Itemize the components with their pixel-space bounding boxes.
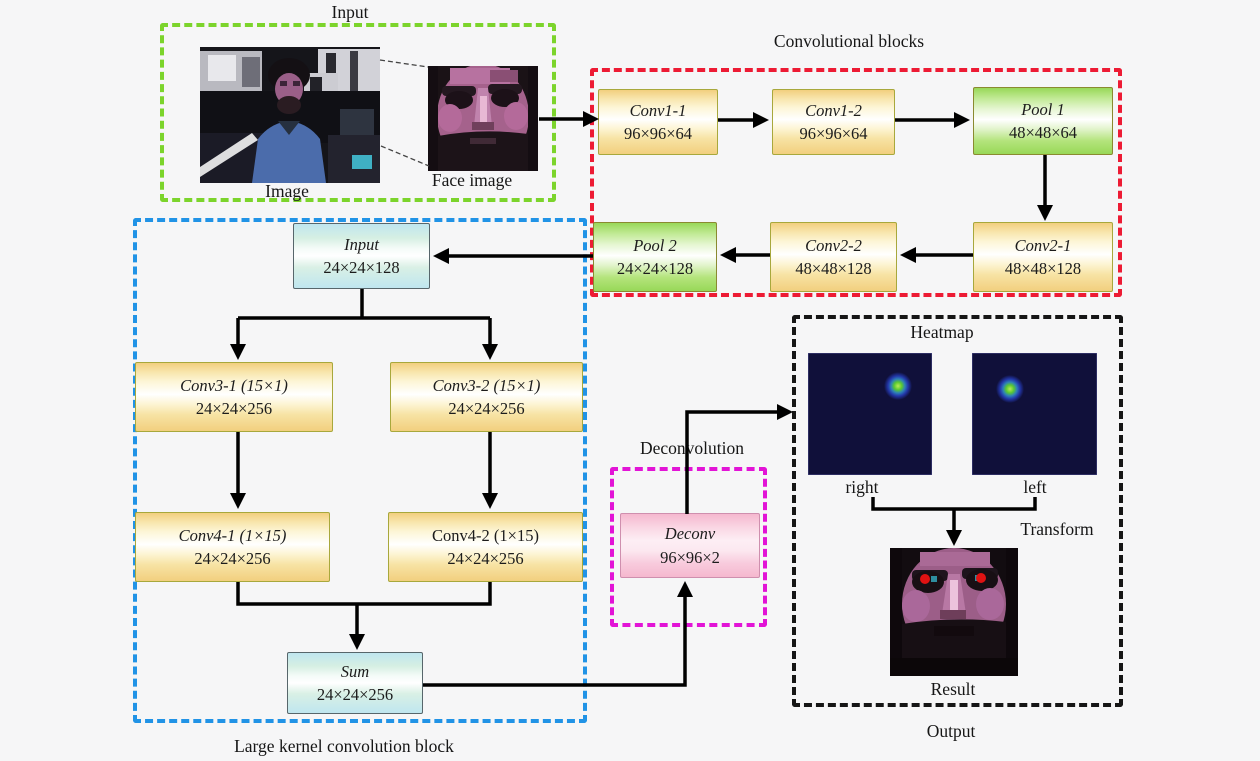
block-pool-1-dims: 48×48×64 — [1008, 123, 1078, 142]
block-conv1-2-name: Conv1-2 — [805, 100, 862, 120]
webcam-image — [200, 47, 380, 183]
block-conv1-1-name: Conv1-1 — [629, 100, 687, 120]
result-image — [890, 548, 1018, 676]
block-deconv: Deconv 96×96×2 — [620, 513, 760, 578]
block-conv3-1: Conv3-1 (15×1) 24×24×256 — [135, 362, 333, 432]
block-conv3-2-name: Conv3-2 (15×1) — [432, 375, 541, 395]
conv-blocks-section-label: Convolutional blocks — [773, 31, 925, 51]
convolutional-blocks-group-box — [590, 68, 1122, 297]
output-group-box — [792, 315, 1123, 707]
block-lk-input: Input 24×24×128 — [293, 223, 430, 289]
block-sum-name: Sum — [340, 661, 370, 681]
block-conv2-1: Conv2-1 48×48×128 — [973, 222, 1113, 292]
heatmap-left-caption: left — [1023, 477, 1047, 497]
block-conv1-1: Conv1-1 96×96×64 — [598, 89, 718, 155]
deconvolution-section-label: Deconvolution — [639, 438, 745, 458]
face-image-caption: Face image — [431, 170, 513, 190]
block-lk-input-name: Input — [344, 234, 379, 254]
left-eye-marker — [976, 573, 986, 583]
block-conv3-1-dims: 24×24×256 — [195, 399, 273, 418]
heatmap-right-image — [808, 353, 932, 475]
right-eye-marker — [920, 574, 930, 584]
output-section-label: Output — [926, 721, 976, 741]
block-sum: Sum 24×24×256 — [287, 652, 423, 714]
block-pool-1-name: Pool 1 — [1021, 99, 1065, 119]
block-deconv-dims: 96×96×2 — [660, 547, 720, 567]
face-image — [428, 66, 538, 171]
block-conv1-2: Conv1-2 96×96×64 — [772, 89, 895, 155]
block-conv2-1-dims: 48×48×128 — [1004, 259, 1082, 278]
block-conv3-2: Conv3-2 (15×1) 24×24×256 — [390, 362, 583, 432]
block-pool-2-name: Pool 2 — [633, 235, 677, 255]
block-conv2-2-dims: 48×48×128 — [795, 259, 872, 278]
block-conv4-2-name: Conv4-2 (1×15) — [432, 525, 539, 545]
heatmap-section-label: Heatmap — [910, 322, 974, 342]
block-conv2-1-name: Conv2-1 — [1014, 235, 1072, 255]
block-conv4-1-dims: 24×24×256 — [194, 549, 271, 568]
block-conv2-2-name: Conv2-2 — [805, 235, 862, 255]
result-caption: Result — [930, 679, 976, 699]
input-section-label: Input — [331, 2, 369, 22]
large-kernel-group-box — [133, 218, 587, 723]
large-kernel-section-label: Large kernel convolution block — [234, 736, 454, 756]
block-conv4-1-name: Conv4-1 (1×15) — [178, 525, 287, 545]
input-group-box — [160, 23, 556, 202]
block-conv2-2: Conv2-2 48×48×128 — [770, 222, 897, 292]
block-deconv-name: Deconv — [664, 524, 716, 544]
block-conv4-1: Conv4-1 (1×15) 24×24×256 — [135, 512, 330, 582]
block-sum-dims: 24×24×256 — [316, 685, 394, 704]
image-caption: Image — [265, 181, 309, 201]
heatmap-left-image — [972, 353, 1097, 475]
block-lk-input-dims: 24×24×128 — [323, 258, 400, 277]
block-conv1-1-dims: 96×96×64 — [623, 124, 693, 143]
block-pool-1: Pool 1 48×48×64 — [973, 87, 1113, 155]
block-conv3-1-name: Conv3-1 (15×1) — [180, 375, 288, 395]
block-conv4-2-dims: 24×24×256 — [447, 549, 524, 568]
block-pool-2: Pool 2 24×24×128 — [593, 222, 717, 292]
block-pool-2-dims: 24×24×128 — [616, 259, 694, 278]
block-conv4-2: Conv4-2 (1×15) 24×24×256 — [388, 512, 583, 582]
block-conv3-2-dims: 24×24×256 — [448, 399, 525, 418]
block-conv1-2-dims: 96×96×64 — [799, 124, 868, 143]
transform-label: Transform — [1020, 519, 1094, 539]
heatmap-right-caption: right — [845, 477, 879, 497]
